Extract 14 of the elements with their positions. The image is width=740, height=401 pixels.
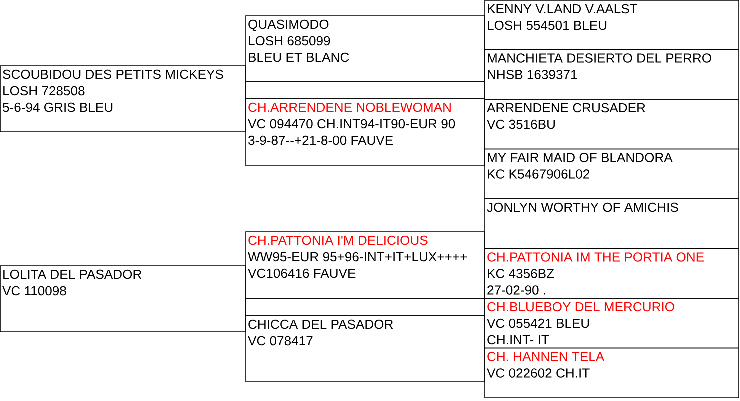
pedigree-box: MY FAIR MAID OF BLANDORA KC K5467906L02 xyxy=(484,148,740,200)
pedigree-box: JONLYN WORTHY OF AMICHIS xyxy=(484,198,740,250)
pedigree-box: SCOUBIDOU DES PETITS MICKEYS LOSH 728508 5-6-94 GRIS BLEU xyxy=(0,66,246,132)
pedigree-box: CH.ARRENDENE NOBLEWOMAN VC 094470 CH.INT94-IT90-EUR 90 3-9-87--+21-8-00 FAUVE xyxy=(246,98,486,166)
pedigree-box: CH.BLUEBOY DEL MERCURIO VC 055421 BLEU CH.INT- IT xyxy=(484,298,740,349)
pedigree-box: CH.PATTONIA I'M DELICIOUS WW95-EUR 95+96-INT+IT+LUX++++ VC106416 FAUVE xyxy=(246,232,486,300)
pedigree-box: CH.PATTONIA IM THE PORTIA ONE KC 4356BZ 27-02-90 . xyxy=(484,248,740,299)
pedigree-box: KENNY V.LAND V.AALST LOSH 554501 BLEU xyxy=(484,0,740,50)
pedigree-box: ARRENDENE CRUSADER VC 3516BU xyxy=(484,99,740,150)
pedigree-box: CHICCA DEL PASADOR VC 078417 xyxy=(246,316,486,382)
pedigree-box: QUASIMODO LOSH 685099 BLEU ET BLANC xyxy=(246,16,486,82)
pedigree-box: CH. HANNEN TELA VC 022602 CH.IT xyxy=(484,348,740,398)
pedigree-box: MANCHIETA DESIERTO DEL PERRO NHSB 1639371 xyxy=(484,49,740,100)
pedigree-box: LOLITA DEL PASADOR VC 110098 xyxy=(0,266,246,332)
